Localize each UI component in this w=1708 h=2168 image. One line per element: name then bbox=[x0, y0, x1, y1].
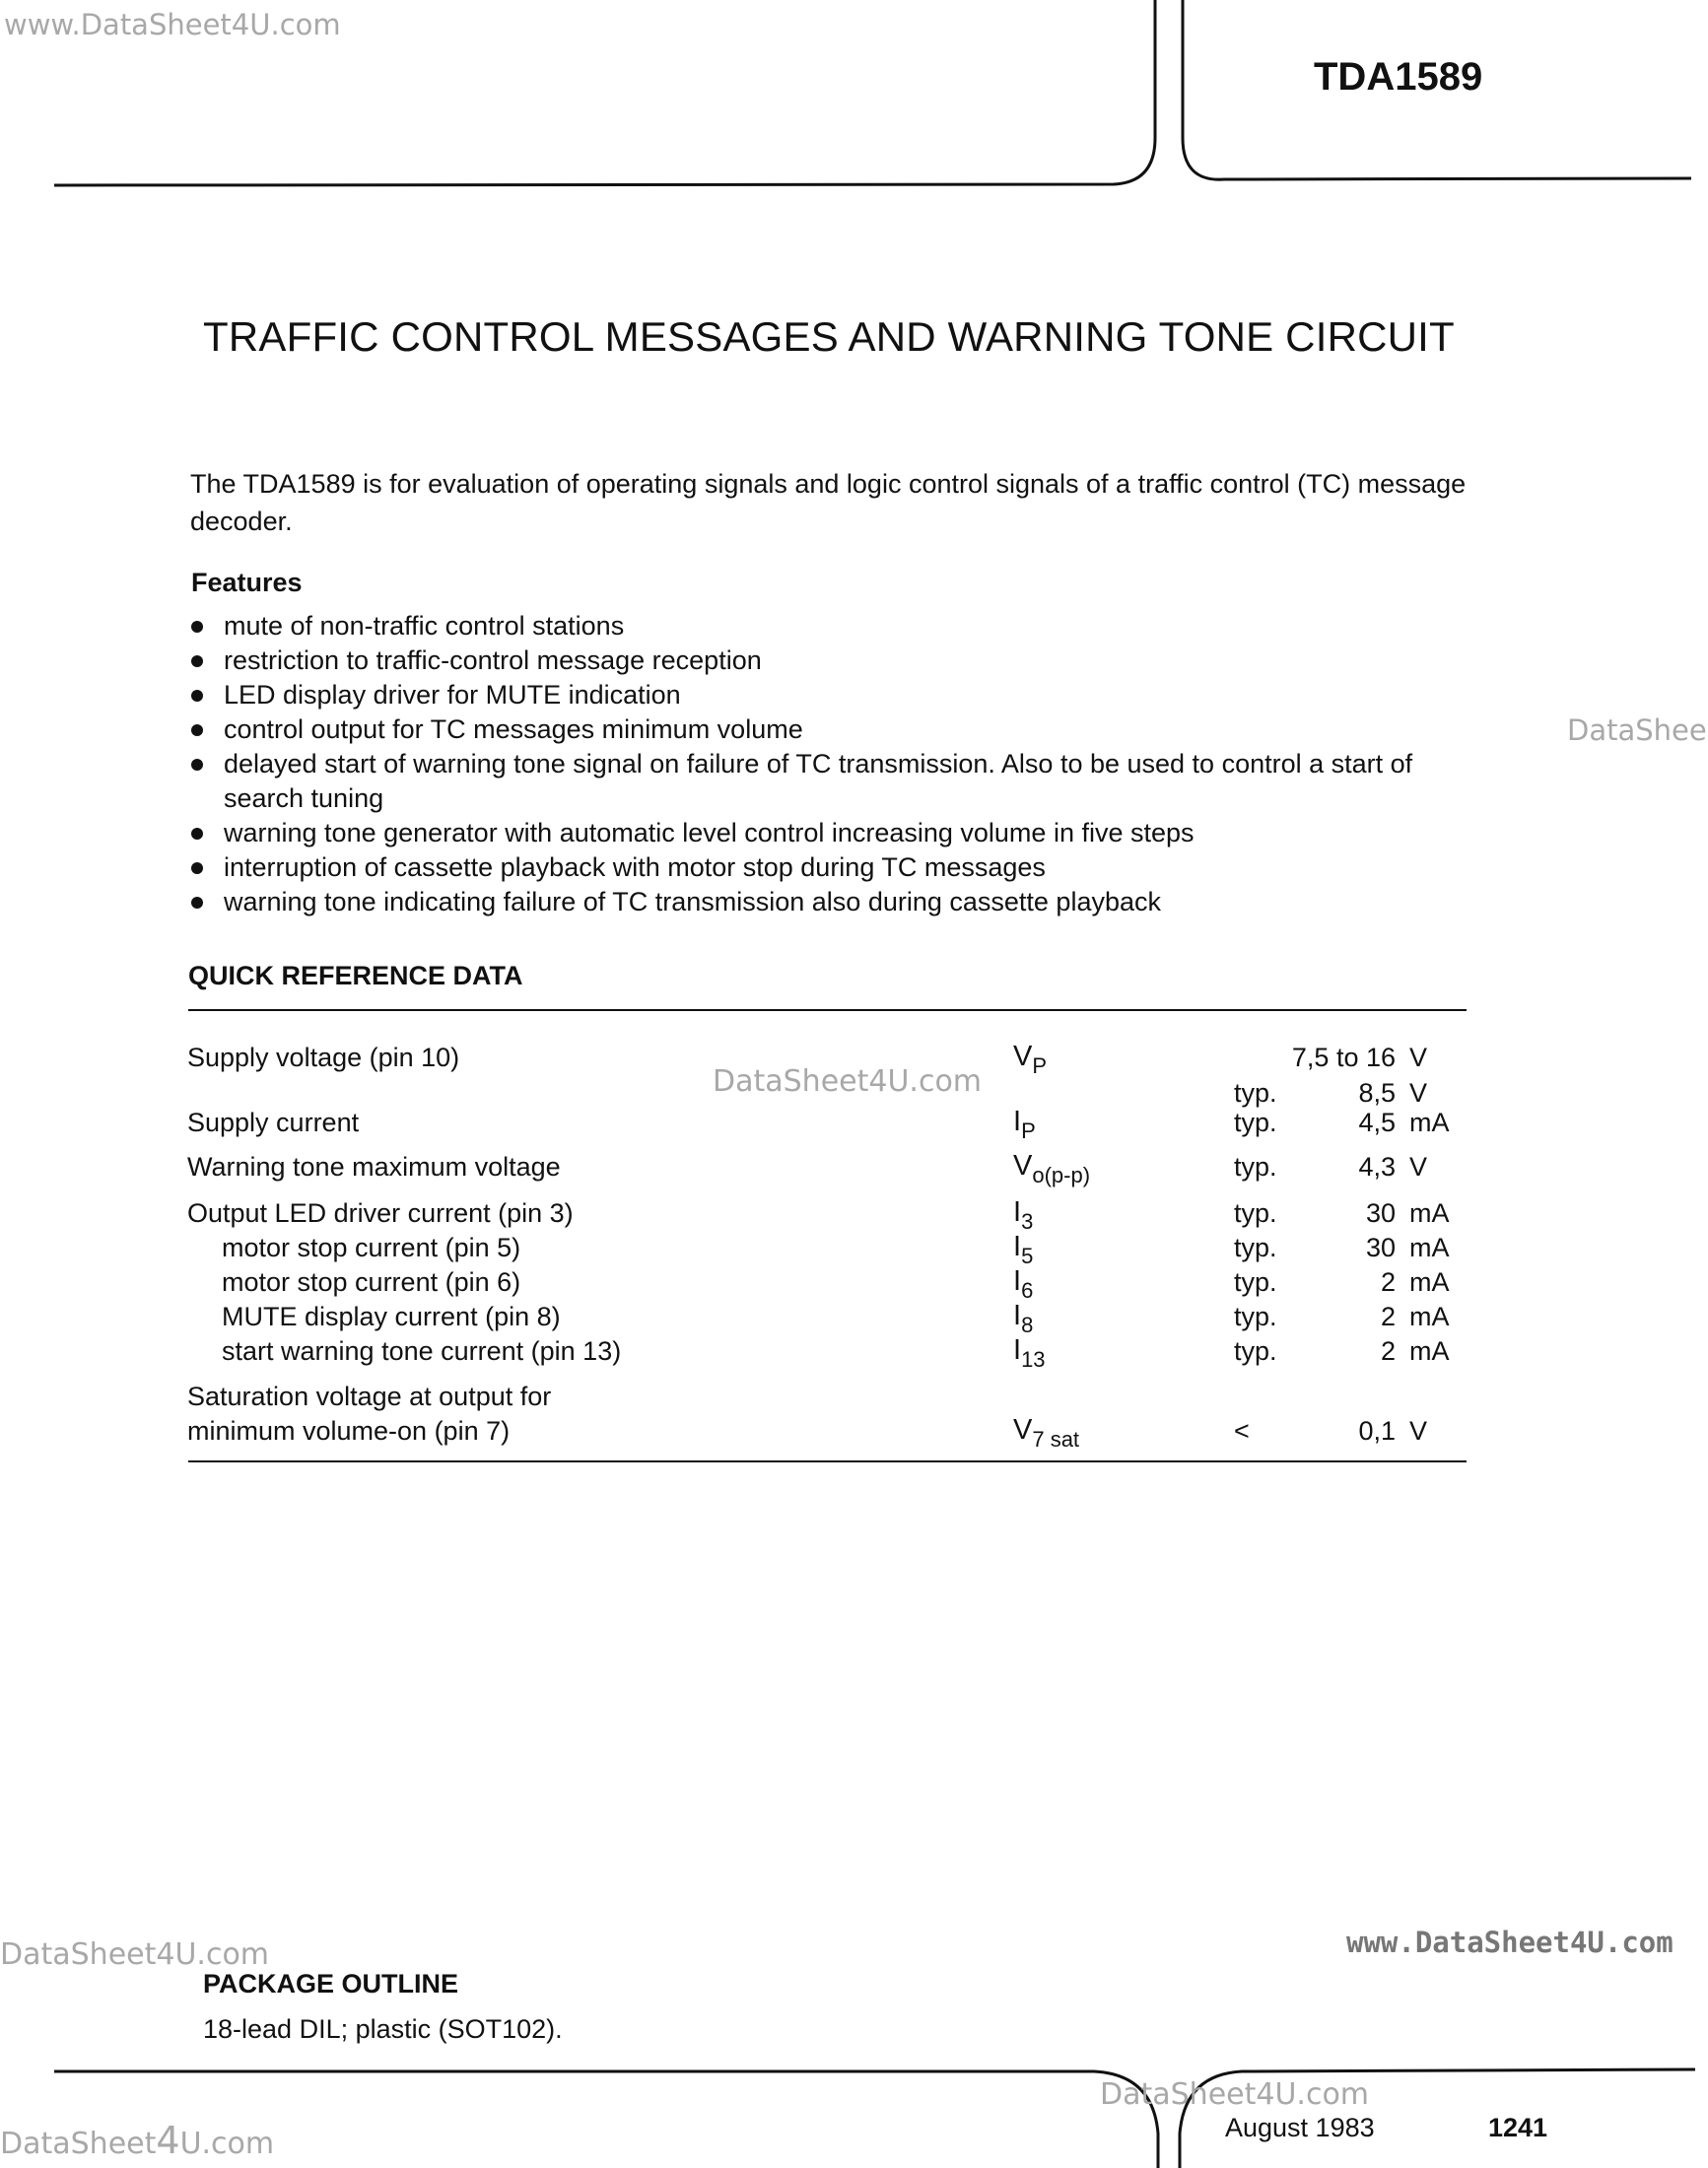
row-parameter: start warning tone current (pin 13) bbox=[222, 1336, 622, 1366]
row-parameter: minimum volume-on (pin 7) bbox=[187, 1416, 511, 1446]
table-top-rule bbox=[188, 1009, 1467, 1011]
row-symbol: I5 bbox=[1013, 1231, 1034, 1268]
row-value: 0,1 bbox=[1358, 1416, 1396, 1446]
row-symbol: Vo(p-p) bbox=[1013, 1150, 1091, 1187]
row-symbol-subscript: P bbox=[1032, 1053, 1048, 1078]
features-heading: Features bbox=[191, 568, 303, 597]
row-parameter: MUTE display current (pin 8) bbox=[222, 1302, 561, 1331]
watermark-right-mid: DataShee bbox=[1567, 713, 1707, 747]
footer-rule-right bbox=[1178, 2067, 1696, 2168]
table-bottom-rule bbox=[188, 1460, 1467, 1462]
row-unit: mA bbox=[1409, 1336, 1450, 1366]
row-symbol-subscript: o(p-p) bbox=[1032, 1163, 1091, 1187]
row-symbol-subscript: 6 bbox=[1021, 1278, 1034, 1303]
row-unit: V bbox=[1409, 1416, 1428, 1446]
row-qualifier: typ. bbox=[1234, 1108, 1277, 1137]
watermark-bottom-right: www.DataSheet4U.com bbox=[1346, 1926, 1674, 1959]
footer-rule-left bbox=[54, 2069, 1160, 2168]
row-parameter: Warning tone maximum voltage bbox=[187, 1152, 561, 1182]
row-qualifier: typ. bbox=[1234, 1267, 1277, 1297]
row-symbol-subscript: 3 bbox=[1021, 1209, 1034, 1234]
row-qualifier: typ. bbox=[1234, 1078, 1277, 1108]
row-unit: V bbox=[1409, 1152, 1428, 1182]
row-qualifier: typ. bbox=[1234, 1152, 1277, 1182]
row-symbol: I3 bbox=[1013, 1196, 1034, 1234]
watermark-part-a: DataSheet bbox=[0, 2127, 157, 2161]
row-value: 2 bbox=[1380, 1267, 1396, 1297]
features-list: mute of non-traffic control stations res… bbox=[188, 609, 1469, 919]
feature-item: control output for TC messages minimum v… bbox=[188, 712, 1469, 747]
row-unit: V bbox=[1409, 1043, 1428, 1072]
footer-date: August 1983 bbox=[1225, 2113, 1375, 2142]
watermark-table-mid: DataSheet4U.com bbox=[713, 1064, 983, 1099]
row-value: 30 bbox=[1365, 1198, 1396, 1228]
page-number: 1241 bbox=[1488, 2113, 1548, 2142]
row-unit: V bbox=[1409, 1078, 1428, 1108]
row-symbol: I13 bbox=[1013, 1334, 1046, 1372]
package-heading: PACKAGE OUTLINE bbox=[203, 1969, 459, 1999]
row-parameter: Saturation voltage at output for bbox=[187, 1382, 552, 1411]
package-text: 18-lead DIL; plastic (SOT102). bbox=[203, 2014, 563, 2044]
row-symbol: IP bbox=[1013, 1106, 1036, 1143]
watermark-top-left: www.DataSheet4U.com bbox=[4, 8, 341, 41]
row-parameter: Output LED driver current (pin 3) bbox=[187, 1198, 574, 1228]
row-parameter: Supply voltage (pin 10) bbox=[187, 1043, 460, 1072]
feature-item: LED display driver for MUTE indication bbox=[188, 678, 1469, 712]
feature-item: delayed start of warning tone signal on … bbox=[188, 747, 1456, 816]
row-symbol-subscript: 13 bbox=[1021, 1347, 1046, 1372]
feature-item: interruption of cassette playback with m… bbox=[188, 850, 1469, 885]
row-parameter: motor stop current (pin 6) bbox=[222, 1267, 521, 1297]
row-parameter: motor stop current (pin 5) bbox=[222, 1233, 521, 1262]
row-unit: mA bbox=[1409, 1302, 1450, 1331]
row-qualifier: < bbox=[1234, 1416, 1250, 1446]
watermark-part-c: U.com bbox=[179, 2127, 275, 2161]
feature-item: restriction to traffic-control message r… bbox=[188, 644, 1469, 678]
row-symbol-subscript: P bbox=[1021, 1118, 1036, 1143]
part-number: TDA1589 bbox=[1314, 55, 1483, 99]
row-value: 8,5 bbox=[1358, 1078, 1396, 1108]
header-rule-left bbox=[53, 0, 1157, 187]
row-qualifier: typ. bbox=[1234, 1302, 1277, 1331]
row-symbol: I6 bbox=[1013, 1265, 1034, 1303]
row-symbol: V7 sat bbox=[1013, 1414, 1080, 1452]
row-value: 2 bbox=[1380, 1336, 1396, 1366]
watermark-bottom-left-2: DataSheet4U.com bbox=[0, 2119, 274, 2162]
row-symbol: I8 bbox=[1013, 1300, 1034, 1337]
row-symbol-subscript: 8 bbox=[1021, 1313, 1034, 1337]
row-value: 30 bbox=[1365, 1233, 1396, 1262]
quick-reference-heading: QUICK REFERENCE DATA bbox=[188, 961, 523, 990]
header-rule-right bbox=[1181, 0, 1692, 181]
row-parameter: Supply current bbox=[187, 1108, 360, 1137]
row-qualifier: typ. bbox=[1234, 1198, 1277, 1228]
intro-paragraph: The TDA1589 is for evaluation of operati… bbox=[190, 469, 1467, 536]
row-unit: mA bbox=[1409, 1108, 1450, 1137]
page-title: TRAFFIC CONTROL MESSAGES AND WARNING TON… bbox=[203, 313, 1455, 360]
row-qualifier: typ. bbox=[1234, 1336, 1277, 1366]
watermark-bottom-left: DataSheet4U.com bbox=[0, 1937, 270, 1972]
row-value: 4,5 bbox=[1358, 1108, 1396, 1137]
row-value: 2 bbox=[1380, 1302, 1396, 1331]
row-symbol: VP bbox=[1013, 1041, 1048, 1078]
row-value: 4,3 bbox=[1358, 1152, 1396, 1182]
feature-item: mute of non-traffic control stations bbox=[188, 609, 1469, 644]
row-symbol-subscript: 5 bbox=[1021, 1244, 1034, 1268]
row-symbol-subscript: 7 sat bbox=[1032, 1427, 1080, 1452]
row-unit: mA bbox=[1409, 1267, 1450, 1297]
row-value: 7,5 to 16 bbox=[1291, 1043, 1396, 1072]
row-qualifier: typ. bbox=[1234, 1233, 1277, 1262]
watermark-part-b: 4 bbox=[156, 2119, 180, 2162]
feature-item: warning tone generator with automatic le… bbox=[188, 816, 1469, 850]
row-unit: mA bbox=[1409, 1233, 1450, 1262]
feature-item: warning tone indicating failure of TC tr… bbox=[188, 885, 1469, 919]
watermark-bottom-center: DataSheet4U.com bbox=[1100, 2077, 1370, 2112]
row-unit: mA bbox=[1409, 1198, 1450, 1228]
